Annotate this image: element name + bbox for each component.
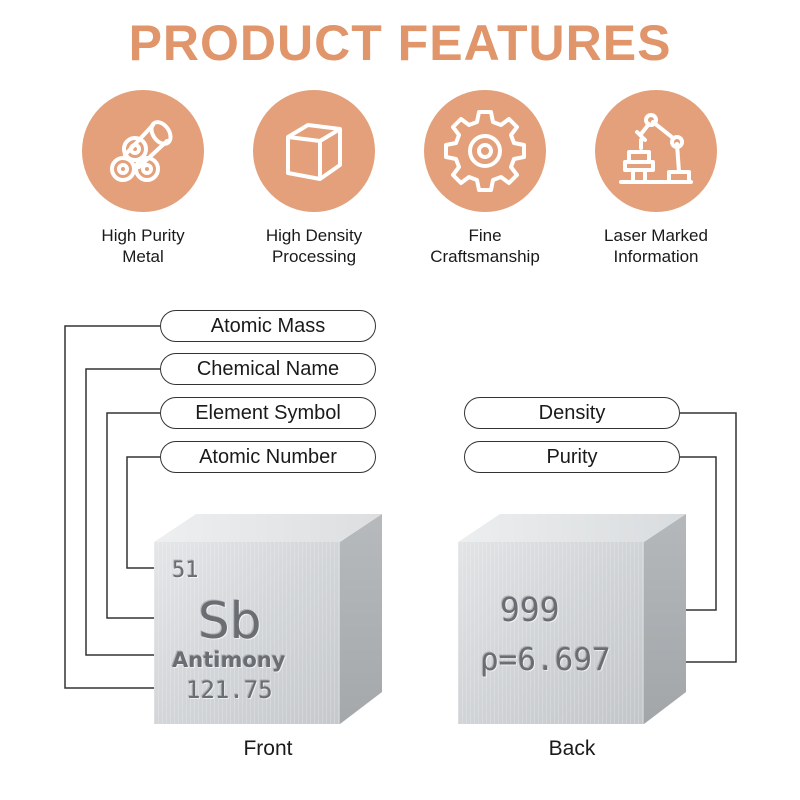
back-purity: 999 <box>500 590 560 629</box>
feature-fine-craftsmanship: Fine Craftsmanship <box>400 90 570 267</box>
feature-label: Fine Craftsmanship <box>430 226 540 266</box>
cube-side-face <box>340 514 382 724</box>
feature-label: Laser Marked Information <box>604 226 708 266</box>
label-chemical-name: Chemical Name <box>160 353 376 385</box>
cube-side-face <box>644 514 686 724</box>
front-atomic-number: 51 <box>172 558 199 583</box>
cube-icon <box>286 123 342 181</box>
label-purity: Purity <box>464 441 680 473</box>
feature-label: High Density Processing <box>265 226 363 266</box>
label-element-symbol: Element Symbol <box>160 397 376 429</box>
caption-back: Back <box>548 737 596 760</box>
leader-chemical-name <box>85 368 160 656</box>
page-title: PRODUCT FEATURES <box>128 15 672 71</box>
caption-front: Front <box>243 737 293 760</box>
cube-top-face <box>458 514 686 542</box>
leader-atomic-mass <box>64 325 160 689</box>
feature-icon-circle <box>253 90 375 212</box>
front-element-symbol: Sb <box>198 592 262 650</box>
front-chemical-name: Antimony <box>172 648 286 672</box>
feature-high-purity-metal: High Purity Metal <box>58 90 228 267</box>
laser-robot-arm-icon <box>619 113 693 184</box>
feature-high-density-processing: High Density Processing <box>229 90 399 267</box>
cube-top-face <box>154 514 382 542</box>
label-atomic-mass: Atomic Mass <box>160 310 376 342</box>
metal-rods-icon <box>110 120 173 182</box>
front-atomic-mass: 121.75 <box>186 676 273 704</box>
gear-icon <box>444 110 526 192</box>
feature-icon-circle <box>595 90 717 212</box>
feature-icon-circle <box>424 90 546 212</box>
back-density: ρ=6.697 <box>480 642 611 678</box>
feature-laser-marked-information: Laser Marked Information <box>571 90 741 267</box>
front-cube <box>150 496 386 728</box>
label-density: Density <box>464 397 680 429</box>
feature-label: High Purity Metal <box>101 226 185 266</box>
label-atomic-number: Atomic Number <box>160 441 376 473</box>
back-cube <box>454 496 690 728</box>
feature-icon-circle <box>82 90 204 212</box>
